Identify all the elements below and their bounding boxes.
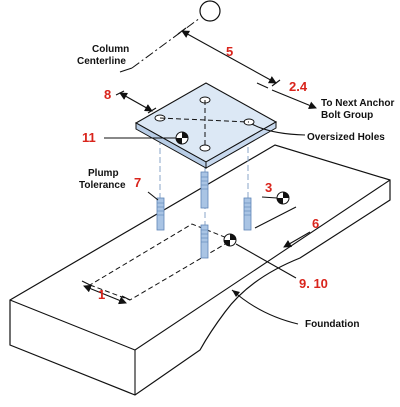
number-7: 7 xyxy=(134,175,141,190)
column-centerline xyxy=(119,0,221,73)
number-3: 3 xyxy=(265,180,272,195)
label-foundation: Foundation xyxy=(305,319,359,330)
dimension-6 xyxy=(254,206,311,248)
label-oversized-holes: Oversized Holes xyxy=(307,132,385,143)
number-11: 11 xyxy=(82,130,96,145)
leader-plumb-tolerance xyxy=(147,191,159,201)
leader-foundation xyxy=(231,289,299,325)
centerline-target-icon xyxy=(223,233,237,247)
label-next-anchor-2: Bolt Group xyxy=(321,110,373,121)
leader-oversized-holes xyxy=(251,123,306,136)
label-plumb-tolerance-2: Tolerance xyxy=(79,180,126,191)
foundation-block xyxy=(9,144,391,396)
number-5: 5 xyxy=(226,44,233,59)
number-8: 8 xyxy=(104,87,111,102)
anchor-bolt-left xyxy=(156,197,165,231)
anchor-bolt-front xyxy=(200,224,209,259)
label-plumb-tolerance-1: Plump xyxy=(88,168,119,179)
number-9-10: 9. 10 xyxy=(299,276,328,291)
number-6: 6 xyxy=(312,216,319,231)
anchor-bolt-right xyxy=(243,197,252,231)
dimension-1 xyxy=(81,280,131,305)
centerline-target-icon xyxy=(276,191,290,205)
dimension-5 xyxy=(177,27,281,87)
label-column-centerline-1: Column xyxy=(92,44,129,55)
anchor-bolt-back xyxy=(200,171,209,209)
column-centerline-circle xyxy=(199,0,221,22)
dimension-8 xyxy=(115,90,157,114)
centerline-target-icon xyxy=(175,131,189,145)
label-next-anchor-1: To Next Anchor xyxy=(321,98,394,109)
label-column-centerline-2: Centerline xyxy=(77,56,126,67)
number-2-4: 2.4 xyxy=(289,79,308,94)
number-1: 1 xyxy=(98,287,105,302)
base-plate xyxy=(134,82,278,169)
plate-hole xyxy=(199,144,211,152)
leader-9-10 xyxy=(235,243,297,279)
leader-arrow-icon xyxy=(232,290,240,297)
dimension-2-4 xyxy=(256,82,317,110)
leader-3 xyxy=(261,196,278,199)
